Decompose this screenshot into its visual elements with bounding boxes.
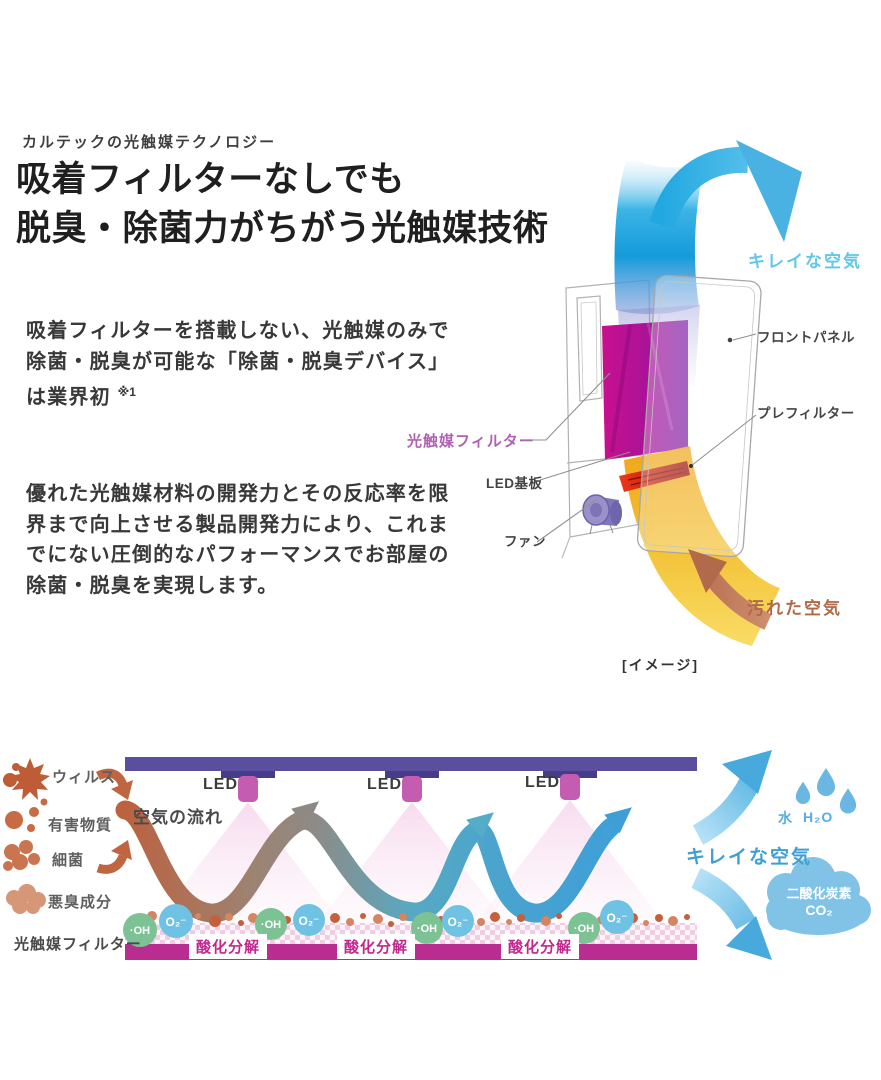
o2-radical-label: O₂⁻ bbox=[166, 915, 187, 929]
label-front-panel: フロントパネル bbox=[757, 330, 855, 345]
water-droplets-icon bbox=[795, 768, 857, 814]
harmful-substance-icon bbox=[5, 798, 48, 832]
o2-radical-label: O₂⁻ bbox=[448, 915, 469, 929]
label-h2o: H₂O bbox=[803, 809, 834, 825]
leader-lines bbox=[522, 333, 757, 543]
legend-icons bbox=[3, 758, 50, 914]
device-cutaway-figure: キレイな空気 フロントパネル プレフィルター 光触媒フィルター LED基板 ファ… bbox=[400, 130, 881, 690]
mechanism-figure: ·OH ·OH ·OH ·OH O₂⁻ O₂⁻ O₂⁻ O₂⁻ bbox=[0, 730, 881, 985]
led-ceiling-bar bbox=[125, 757, 697, 771]
label-dirty-air: 汚れた空気 bbox=[747, 599, 842, 618]
led-fixtures bbox=[221, 771, 597, 802]
oh-radical-label: ·OH bbox=[261, 919, 281, 931]
oh-radical-label: ·OH bbox=[130, 925, 150, 937]
legend-label-odor-component: 悪臭成分 bbox=[48, 894, 113, 911]
label-led-2: LED bbox=[367, 776, 402, 793]
intro-paragraph-1-text: 吸着フィルターを搭載しない、光触媒のみで 除菌・脱臭が可能な「除菌・脱臭デバイス… bbox=[26, 320, 450, 409]
wave-arrowhead-1 bbox=[291, 801, 319, 828]
pre-filter-anchor-dot bbox=[689, 464, 693, 468]
label-led-1: LED bbox=[203, 776, 238, 793]
oxidation-badge-2: 酸化分解 bbox=[337, 934, 416, 959]
label-fan: ファン bbox=[504, 534, 546, 549]
photocatalyst-filter-slab bbox=[602, 320, 688, 460]
clean-air-arrow bbox=[649, 140, 802, 242]
fan-shape bbox=[582, 494, 622, 535]
label-led-3: LED bbox=[525, 774, 560, 791]
intro-paragraph-1: 吸着フィルターを搭載しない、光触媒のみで 除菌・脱臭が可能な「除菌・脱臭デバイス… bbox=[26, 316, 506, 413]
label-co2-name: 二酸化炭素 bbox=[786, 886, 852, 901]
legend-label-harmful-substance: 有害物質 bbox=[48, 817, 113, 834]
label-photocatalyst-filter-bottom: 光触媒フィルター bbox=[14, 936, 142, 953]
label-clean-air-output: キレイな空気 bbox=[686, 847, 813, 868]
o2-radical-label: O₂⁻ bbox=[299, 914, 320, 928]
o2-radical-label: O₂⁻ bbox=[607, 911, 628, 925]
oxidation-badge-3: 酸化分解 bbox=[501, 934, 580, 959]
legend-inflow-arrows bbox=[95, 768, 133, 874]
legend-label-bacteria: 細菌 bbox=[52, 852, 85, 869]
label-airflow: 空気の流れ bbox=[133, 808, 223, 827]
legend-label-virus: ウィルス bbox=[52, 769, 117, 786]
label-led-board: LED基板 bbox=[486, 476, 543, 491]
oh-radical-label: ·OH bbox=[417, 923, 437, 935]
label-clean-air: キレイな空気 bbox=[748, 252, 862, 271]
clean-air-output-arrows bbox=[691, 750, 772, 960]
oxidation-badge-1: 酸化分解 bbox=[189, 934, 268, 959]
front-panel-anchor-dot bbox=[727, 337, 733, 343]
page-title: 吸着フィルターなしでも 脱臭・除菌力がちがう光触媒技術 bbox=[16, 155, 549, 253]
label-water: 水 bbox=[778, 810, 793, 826]
bacteria-icon bbox=[3, 840, 40, 871]
virus-icon bbox=[3, 758, 50, 800]
dirty-air-arrow bbox=[688, 549, 772, 630]
odor-component-icon bbox=[6, 884, 46, 914]
page-title-line2: 脱臭・除菌力がちがう光触媒技術 bbox=[16, 209, 549, 248]
co2-cloud-icon bbox=[766, 857, 871, 935]
led-board-shape bbox=[619, 461, 690, 492]
intro-paragraph-2: 優れた光触媒材料の開発力とその反応率を限 界まで向上させる製品開発力により、これ… bbox=[26, 483, 450, 597]
front-panel-wireframe bbox=[636, 274, 762, 558]
oh-radical-label: ·OH bbox=[574, 923, 594, 935]
label-co2-formula: CO₂ bbox=[805, 902, 833, 918]
device-illustration bbox=[522, 140, 802, 646]
wave-arrowhead-3 bbox=[604, 807, 632, 834]
label-pre-filter: プレフィルター bbox=[757, 406, 855, 421]
co2-cloud-text: 二酸化炭素 CO₂ bbox=[763, 886, 875, 918]
footnote-marker: ※1 bbox=[117, 385, 136, 399]
page-title-line1: 吸着フィルターなしでも bbox=[16, 160, 405, 199]
label-photocatalyst-filter: 光触媒フィルター bbox=[407, 433, 535, 450]
eyebrow-text: カルテックの光触媒テクノロジー bbox=[22, 134, 277, 151]
figure-caption: [イメージ] bbox=[622, 657, 700, 673]
airflow-wave bbox=[115, 800, 621, 923]
wave-arrowhead-2 bbox=[466, 812, 494, 839]
